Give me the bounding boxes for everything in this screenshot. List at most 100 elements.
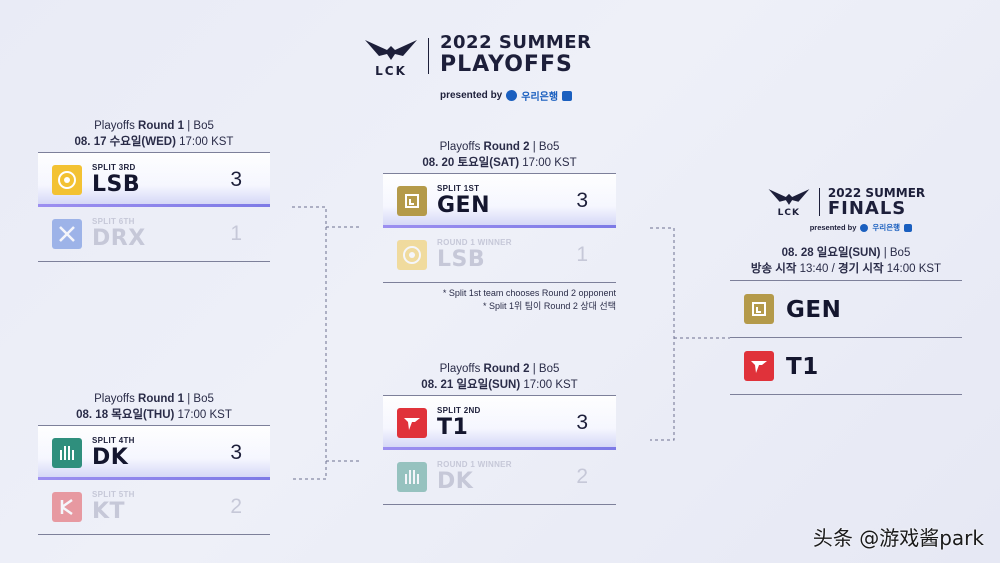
finals-times: 방송 시작 13:40 / 경기 시작 14:00 KST: [730, 261, 962, 277]
team-seed: SPLIT 6TH: [92, 217, 135, 226]
finals-title-line1: 2022 SUMMER: [827, 185, 926, 200]
finals-sponsor-line: presented by 우리은행: [730, 222, 912, 233]
finals-header: LCK 2022 SUMMER FINALS: [730, 186, 962, 218]
team-name: T1: [786, 354, 819, 380]
team-name: T1: [437, 415, 469, 440]
team-seed: SPLIT 3RD: [92, 163, 136, 172]
lck-logo-text: LCK: [777, 208, 800, 218]
round1-match1: Playoffs Round 1 | Bo5 08. 17 수요일(WED) 1…: [38, 118, 270, 262]
divider: [383, 504, 616, 505]
team-info: SPLIT 4TH DK: [92, 437, 135, 469]
presented-by-text: presented by: [440, 90, 503, 101]
match-date: 08. 17 수요일(WED): [74, 136, 176, 148]
watermark: 头条 @游戏酱park: [812, 526, 984, 550]
finals-team-row: GEN: [730, 281, 962, 337]
note-line-en: * Split 1st team chooses Round 2 opponen…: [442, 288, 616, 298]
team-score: 3: [576, 411, 588, 434]
label-prefix: Playoffs: [94, 120, 139, 132]
sponsor-mark-icon: [562, 90, 573, 101]
broadcast-label: 방송 시작: [750, 263, 797, 275]
dk-logo-icon: [397, 462, 427, 492]
presented-by-text: presented by: [809, 223, 857, 232]
team-score: 2: [230, 495, 242, 518]
label-round: Round 1: [138, 120, 185, 132]
lck-logo-text: LCK: [375, 64, 407, 78]
team-name: LSB: [92, 172, 141, 197]
sponsor-logo-icon: [860, 223, 869, 232]
match-time: 17:00 KST: [174, 409, 232, 421]
divider: [38, 152, 270, 153]
team-row: SPLIT 6TH DRX 1: [38, 207, 270, 261]
match-date: 08. 18 목요일(THU): [76, 409, 175, 421]
finals-title-line2: FINALS: [827, 197, 907, 219]
divider: [383, 395, 616, 396]
match-label: Playoffs Round 1 | Bo5: [38, 391, 270, 407]
team-seed: SPLIT 2ND: [437, 406, 481, 415]
team-seed: SPLIT 1ST: [437, 184, 480, 193]
finals-block: LCK 2022 SUMMER FINALS presented by 우리은행…: [730, 186, 962, 395]
team-row: SPLIT 2ND T1 3: [383, 396, 616, 450]
game-time: 14:00 KST: [883, 263, 942, 275]
bracket-lines-left: [270, 205, 360, 485]
team-name: DRX: [92, 226, 146, 251]
team-info: SPLIT 5TH KT: [92, 491, 135, 523]
divider: [383, 282, 616, 283]
match-datetime: 08. 20 토요일(SAT) 17:00 KST: [383, 155, 616, 171]
bracket-lines-right: [616, 226, 730, 446]
lck-wings-icon: [365, 40, 417, 60]
finals-title: 2022 SUMMER FINALS: [828, 187, 925, 218]
divider: [38, 534, 270, 535]
gen-logo-icon: [397, 186, 427, 216]
title-line1: 2022 SUMMER: [440, 32, 592, 53]
team-row: ROUND 1 WINNER DK 2: [383, 450, 616, 504]
lck-wings-icon: [768, 189, 810, 205]
match-time: 17:00 KST: [175, 136, 234, 148]
time-separator: /: [828, 263, 839, 275]
team-row: SPLIT 1ST GEN 3: [383, 174, 616, 228]
match-label: Playoffs Round 1 | Bo5: [38, 118, 270, 134]
page-title: 2022 SUMMER PLAYOFFS: [440, 34, 640, 76]
round1-match2: Playoffs Round 1 | Bo5 08. 18 목요일(THU) 1…: [38, 391, 270, 535]
team-info: ROUND 1 WINNER LSB: [437, 239, 512, 271]
team-row: SPLIT 4TH DK 3: [38, 426, 270, 480]
team-info: ROUND 1 WINNER DK: [437, 461, 512, 493]
dk-logo-icon: [52, 438, 82, 468]
team-score: 2: [576, 465, 588, 488]
game-label: 경기 시작: [838, 263, 884, 275]
team-row: ROUND 1 WINNER LSB 1: [383, 228, 616, 282]
match-date: 08. 21 일요일(SUN): [421, 379, 521, 391]
finals-lck-logo: LCK: [767, 186, 811, 218]
t1-logo-icon: [744, 351, 774, 381]
sponsor-name: 우리은행: [521, 92, 559, 103]
sponsor-name: 우리은행: [872, 223, 900, 232]
t1-logo-icon: [397, 408, 427, 438]
label-prefix: Playoffs: [94, 393, 139, 405]
finals-date: 08. 28 일요일(SUN) | Bo5: [730, 245, 962, 261]
header-divider: [428, 38, 429, 74]
lsb-logo-icon: [397, 240, 427, 270]
label-suffix: | Bo5: [184, 120, 214, 132]
divider: [730, 280, 962, 281]
finals-divider: [818, 188, 820, 216]
kt-logo-icon: [52, 492, 82, 522]
team-info: SPLIT 3RD LSB: [92, 164, 140, 196]
match-datetime: 08. 18 목요일(THU) 17:00 KST: [38, 407, 270, 423]
label-suffix: | Bo5: [529, 141, 560, 153]
team-info: SPLIT 1ST GEN: [437, 185, 490, 217]
finals-team-row: T1: [730, 338, 962, 394]
lck-logo: LCK: [363, 36, 419, 78]
label-suffix: | Bo5: [529, 363, 560, 375]
label-suffix: | Bo5: [184, 393, 214, 405]
team-name: GEN: [437, 193, 490, 218]
team-score: 3: [230, 168, 242, 191]
match-label: Playoffs Round 2 | Bo5: [383, 139, 616, 155]
label-prefix: Playoffs: [439, 363, 484, 375]
title-line2: PLAYOFFS: [440, 52, 573, 77]
note-line-kr: * Split 1위 팀이 Round 2 상대 선택: [482, 301, 616, 311]
drx-logo-icon: [52, 219, 82, 249]
label-round: Round 2: [483, 141, 530, 153]
match-date: 08. 20 토요일(SAT): [422, 157, 520, 169]
team-seed: ROUND 1 WINNER: [437, 460, 512, 469]
match-datetime: 08. 21 일요일(SUN) 17:00 KST: [383, 377, 616, 393]
team-seed: ROUND 1 WINNER: [437, 238, 512, 247]
